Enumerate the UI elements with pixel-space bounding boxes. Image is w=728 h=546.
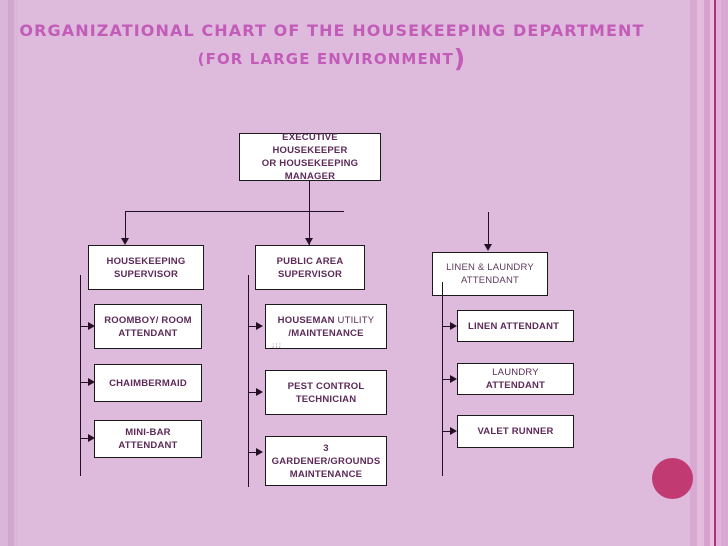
arrow-right-gardener (256, 448, 263, 456)
right-stripe-accent-line (714, 0, 716, 546)
right-stripe-4 (710, 0, 714, 546)
arrow-right-laundry-attendant (450, 375, 457, 383)
arrow-right-houseman (256, 322, 263, 330)
left-stripe-3 (14, 0, 18, 546)
accent-circle (652, 458, 693, 499)
node-executive-housekeeper[interactable]: EXECUTIVE HOUSEKEEPER OR HOUSEKEEPING MA… (239, 132, 381, 182)
left-stripe-2 (8, 0, 14, 546)
node-chaimbermaid[interactable]: CHAIMBERMAID (94, 364, 202, 402)
arrow-down-housekeeping (121, 238, 129, 245)
node-executive-housekeeper-label: EXECUTIVE HOUSEKEEPER OR HOUSEKEEPING MA… (261, 132, 359, 182)
title-line-2: (FOR LARGE ENVIRONMENT) (0, 46, 664, 72)
connector-branch-linen-attendant (442, 326, 452, 327)
node-housekeeping-supervisor-label: HOUSEKEEPING SUPERVISOR (106, 255, 186, 280)
node-pest-control-technician[interactable]: PEST CONTROL TECHNICIAN (265, 370, 387, 415)
node-housekeeping-supervisor[interactable]: HOUSEKEEPING SUPERVISOR (88, 245, 204, 290)
connector-branch-houseman (248, 326, 258, 327)
stray-text-artifact: ;;; (272, 341, 283, 349)
node-pest-control-technician-label: PEST CONTROL TECHNICIAN (287, 380, 365, 405)
connector-branch-gardener (248, 452, 258, 453)
arrow-right-chaimbermaid (88, 378, 95, 386)
right-stripe-2 (697, 0, 704, 546)
title-closing-paren: ) (453, 44, 467, 73)
right-stripe-5 (716, 0, 721, 546)
node-houseman-utility-maintenance-label: HOUSEMAN UTILITY /MAINTENANCE (277, 314, 375, 339)
right-stripe-3 (704, 0, 710, 546)
right-stripe-1 (690, 0, 697, 546)
node-valet-runner[interactable]: VALET RUNNER (457, 415, 574, 448)
title-line-1: ORGANIZATIONAL CHART OF THE HOUSEKEEPING… (19, 21, 645, 40)
connector-branch-valet-runner (442, 431, 452, 432)
connector-drop-linen (488, 212, 489, 246)
node-linen-attendant-label: LINEN ATTENDANT (468, 320, 560, 332)
connector-branch-chaimbermaid (80, 382, 90, 383)
node-linen-laundry-attendant[interactable]: LINEN & LAUNDRY ATTENDANT (432, 252, 548, 296)
node-laundry-attendant[interactable]: LAUNDRY ATTENDANT (457, 363, 574, 395)
node-gardener-grounds-maintenance[interactable]: 3 GARDENER/GROUNDS MAINTENANCE (265, 436, 387, 486)
node-mini-bar-attendant-label: MINI-BAR ATTENDANT (118, 427, 178, 451)
connector-drop-housekeeping (125, 211, 126, 240)
arrow-right-roomboy (88, 322, 95, 330)
right-stripe-6 (721, 0, 728, 546)
connector-branch-minibar (80, 438, 90, 439)
arrow-right-linen-attendant (450, 322, 457, 330)
connector-branch-pest-control (248, 392, 258, 393)
connector-branch-roomboy (80, 326, 90, 327)
node-roomboy-room-attendant-label: ROOMBOY/ ROOM ATTENDANT (104, 314, 192, 339)
arrow-right-pest-control (256, 388, 263, 396)
arrow-down-linen-laundry (484, 244, 492, 251)
connector-branch-laundry-attendant (442, 379, 452, 380)
node-linen-laundry-attendant-label: LINEN & LAUNDRY ATTENDANT (446, 262, 534, 286)
connector-root-stem (309, 181, 310, 245)
node-valet-runner-label: VALET RUNNER (477, 426, 554, 437)
node-chaimbermaid-label: CHAIMBERMAID (109, 377, 187, 389)
node-roomboy-room-attendant[interactable]: ROOMBOY/ ROOM ATTENDANT (94, 304, 202, 349)
node-public-area-supervisor[interactable]: PUBLIC AREA SUPERVISOR (255, 245, 365, 290)
connector-horizontal-bar (125, 211, 344, 212)
node-gardener-grounds-maintenance-label: 3 GARDENER/GROUNDS MAINTENANCE (271, 442, 381, 480)
arrow-right-minibar (88, 434, 95, 442)
node-public-area-supervisor-label: PUBLIC AREA SUPERVISOR (276, 255, 344, 280)
slide-title: ORGANIZATIONAL CHART OF THE HOUSEKEEPING… (0, 20, 664, 72)
node-mini-bar-attendant[interactable]: MINI-BAR ATTENDANT (94, 420, 202, 458)
node-laundry-attendant-label: LAUNDRY ATTENDANT (485, 367, 546, 391)
connector-spine-housekeeping (80, 275, 81, 476)
arrow-down-public-area (305, 238, 313, 245)
title-line-2-text: (FOR LARGE ENVIRONMENT (197, 50, 454, 68)
left-stripe-1 (0, 0, 8, 546)
arrow-right-valet-runner (450, 427, 457, 435)
node-linen-attendant[interactable]: LINEN ATTENDANT (457, 310, 574, 342)
connector-spine-public-area (248, 275, 249, 487)
node-houseman-utility-maintenance[interactable]: HOUSEMAN UTILITY /MAINTENANCE (265, 304, 387, 349)
